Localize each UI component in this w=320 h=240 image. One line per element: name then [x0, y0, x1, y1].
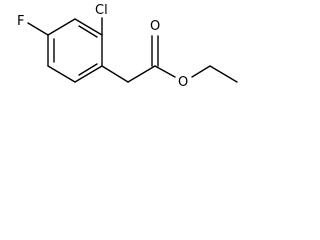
- fluorine-label: F: [17, 14, 24, 29]
- bond-ch2-ch3: [209, 65, 238, 83]
- bond-ring-ch2: [101, 65, 129, 83]
- bond-ch2-carbonyl-carbon: [127, 65, 156, 83]
- bond-ester-oxygen-ch2: [191, 65, 211, 78]
- chlorine-label: Cl: [95, 3, 108, 18]
- ring-double-bond-2: [78, 63, 98, 76]
- structure-diagram: F Cl O O: [17, 3, 238, 90]
- carbonyl-oxygen-label: O: [150, 19, 160, 34]
- ring-bond-1: [47, 18, 76, 36]
- ring-bond-4: [74, 65, 103, 83]
- ring-bond-2: [74, 18, 103, 36]
- ester-oxygen-label: O: [178, 75, 188, 90]
- bond-ring-fluorine: [27, 22, 49, 36]
- ring-bond-5: [47, 65, 76, 83]
- ring-double-bond-1: [78, 25, 98, 38]
- bond-carbonyl-ester-oxygen: [154, 65, 176, 78]
- benzene-ring: [47, 18, 103, 83]
